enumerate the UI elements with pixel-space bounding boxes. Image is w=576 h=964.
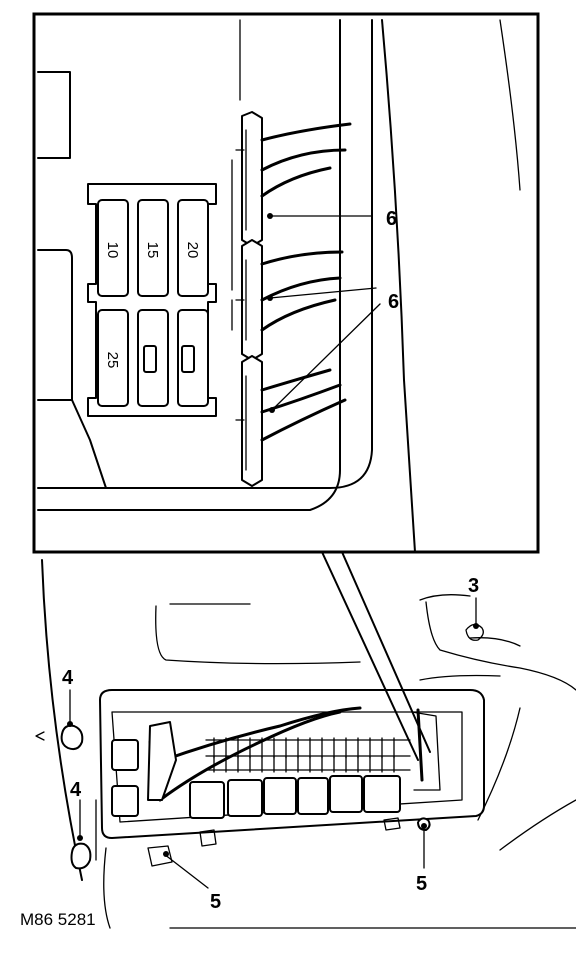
relays bbox=[111, 739, 401, 819]
callout-5-right: 5 bbox=[416, 873, 427, 895]
callout-3: 3 bbox=[468, 575, 479, 597]
fuse-block: 10 15 20 25 bbox=[87, 183, 217, 417]
leader-lines-6 bbox=[267, 213, 381, 413]
callout-5-left: 5 bbox=[210, 891, 221, 913]
fixing-5-right bbox=[383, 817, 431, 869]
wiring-harness bbox=[260, 122, 352, 442]
fuse-label-25: 25 bbox=[104, 352, 121, 369]
callout-6-lower: 6 bbox=[388, 291, 399, 313]
inset-view: 10 15 20 25 bbox=[32, 12, 540, 554]
fuse-panel-opening bbox=[99, 689, 485, 839]
callout-6-upper: 6 bbox=[386, 208, 397, 230]
callout-4-lower: 4 bbox=[70, 779, 82, 801]
fuse-25 bbox=[97, 309, 129, 407]
fixing-4-upper bbox=[35, 689, 84, 751]
callout-4-upper: 4 bbox=[62, 667, 74, 689]
main-view: 3 4 4 5 5 bbox=[35, 559, 576, 929]
fuse-20 bbox=[177, 199, 209, 297]
fixing-3 bbox=[465, 597, 484, 641]
fuse-10 bbox=[97, 199, 129, 297]
fuse-label-15: 15 bbox=[144, 242, 161, 259]
fixing-5-left bbox=[147, 829, 217, 889]
figure-reference-code: M86 5281 bbox=[20, 910, 96, 929]
fuse-15 bbox=[137, 199, 169, 297]
fixing-4-lower bbox=[70, 799, 92, 870]
fuse-label-20: 20 bbox=[184, 242, 201, 259]
fuse-label-10: 10 bbox=[104, 242, 121, 259]
harness-connectors bbox=[231, 111, 263, 487]
